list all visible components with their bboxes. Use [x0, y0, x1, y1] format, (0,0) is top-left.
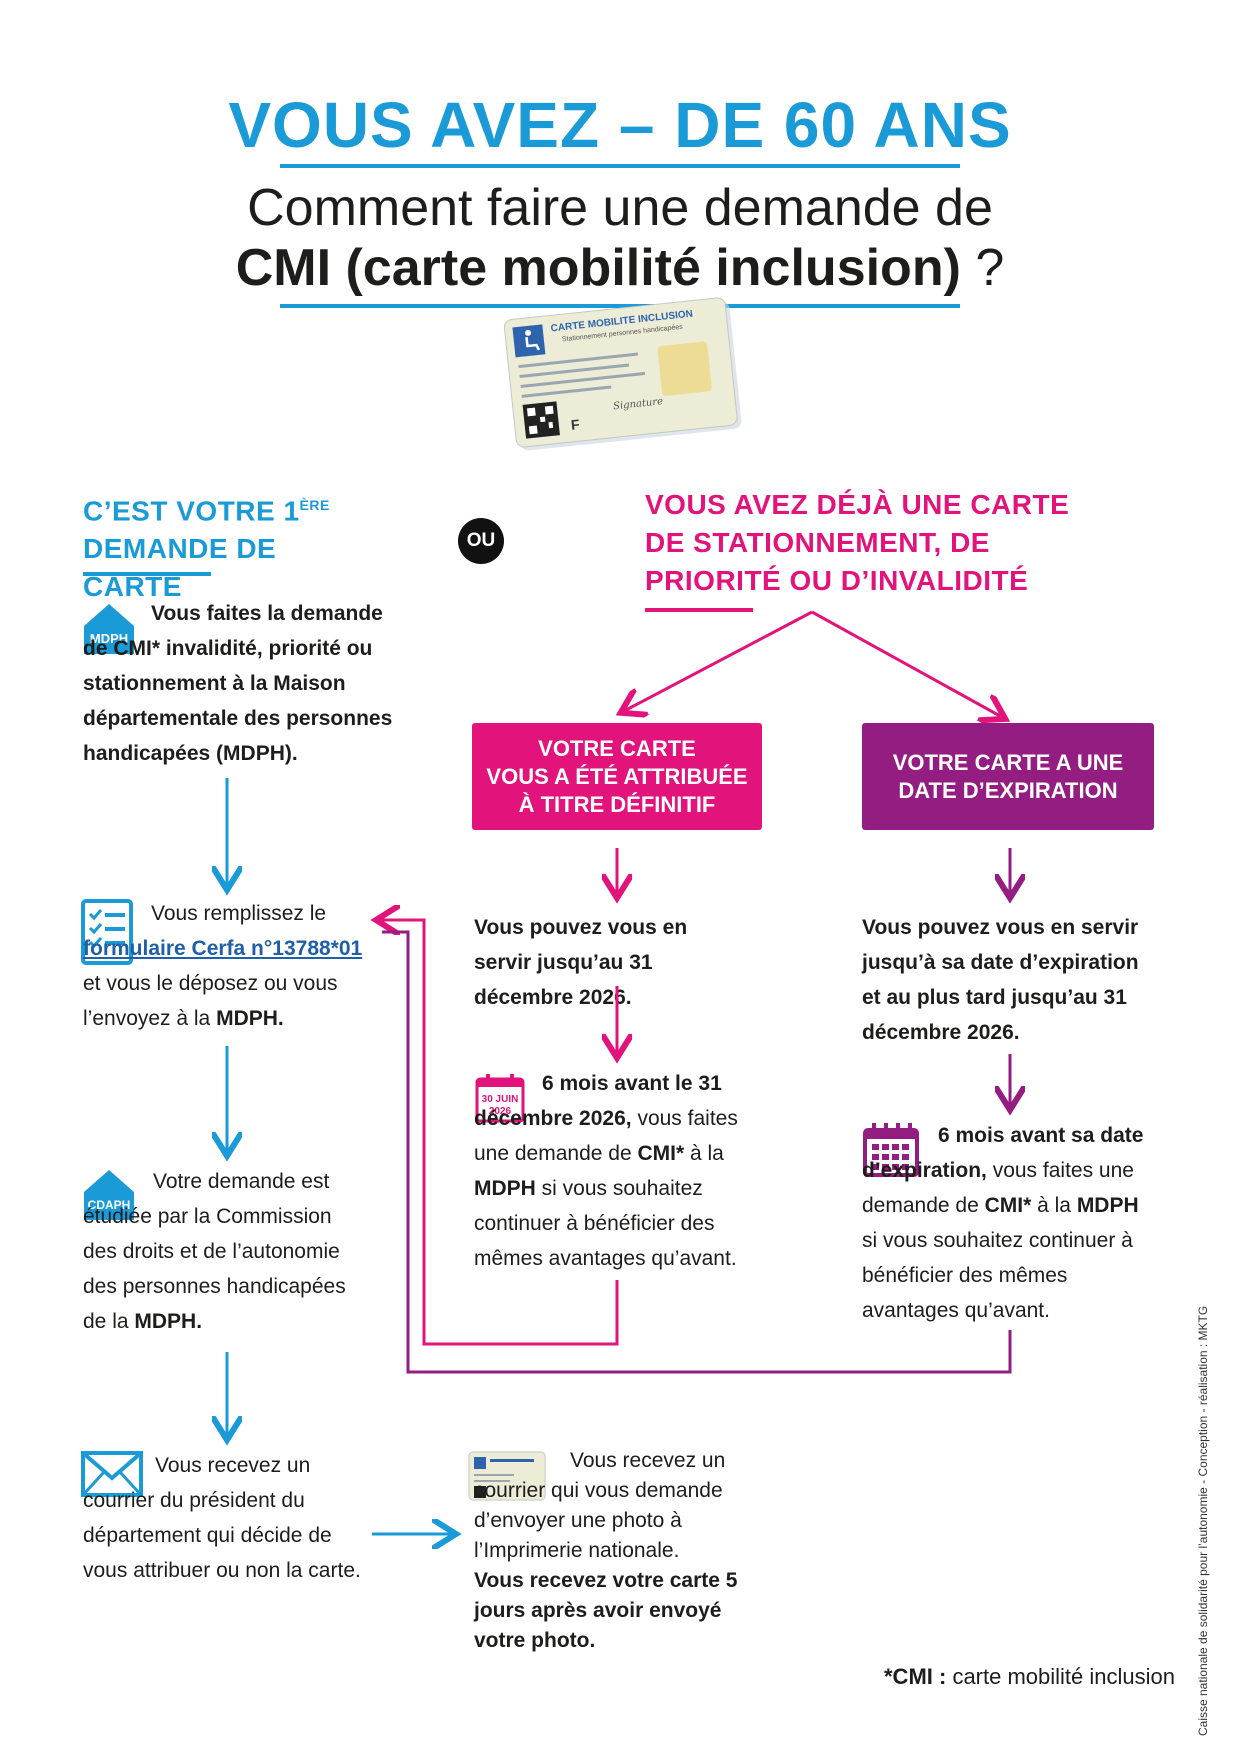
definitive-renewal-bold: 6 mois avant le 31 décembre 2026,	[474, 1072, 722, 1130]
calendar-june-icon: 30 JUIN 2026	[475, 1074, 525, 1123]
mdph-house-icon: MDPH	[84, 604, 134, 654]
definitive-renewal-a: vous faites une demande de	[474, 1107, 738, 1165]
title-underline	[280, 164, 960, 168]
definitive-box-line1: VOTRE CARTE	[538, 735, 696, 761]
expiring-box-line1: VOTRE CARTE A UNE	[892, 749, 1124, 775]
right-column-heading: VOUS AVEZ DÉJÀ UNE CARTE DE STATIONNEMEN…	[645, 486, 1125, 600]
expiring-renewal-e: si vous souhaitez continuer à bénéficier…	[862, 1229, 1133, 1322]
cdaph-icon-label: CDAPH	[88, 1198, 131, 1212]
left-heading-underline	[83, 572, 211, 576]
left-heading-line2: DEMANDE DE CARTE	[83, 533, 277, 603]
branch-arrow-definitive	[626, 610, 813, 710]
definitive-renewal-mdph: MDPH	[474, 1177, 536, 1200]
card-image-letter: F	[570, 416, 581, 433]
card-image-signature: Signature	[613, 396, 664, 412]
expiring-renewal-c: à la	[1031, 1194, 1077, 1217]
expiring-renewal-cmi: CMI*	[984, 1194, 1032, 1217]
expiring-renewal-a: vous faites une demande de	[862, 1159, 1134, 1217]
expiring-usage-text: Vous pouvez vous en servir jusqu’à sa da…	[862, 916, 1139, 1044]
final-step-text: Vous recevez un courrier qui vous demand…	[474, 1446, 774, 1656]
right-heading-line3: PRIORITÉ OU D’INVALIDITÉ	[645, 565, 1029, 596]
definitive-card-box: VOTRE CARTE VOUS A ÉTÉ ATTRIBUÉE À TITRE…	[472, 723, 762, 830]
pink-loop-back-arrow	[382, 920, 619, 1346]
or-badge: OU	[458, 518, 504, 564]
right-heading-line1: VOUS AVEZ DÉJÀ UNE CARTE	[645, 489, 1070, 520]
page-title: VOUS AVEZ – DE 60 ANS	[228, 89, 1012, 161]
expiring-renewal-text: 6 mois avant sa date d’expiration, vous …	[862, 1118, 1144, 1328]
definitive-renewal-e: si vous souhaitez continuer à bénéficier…	[474, 1177, 737, 1270]
checklist-icon	[81, 899, 133, 965]
subtitle-question-mark: ?	[960, 239, 1005, 297]
definitive-renewal-cmi: CMI*	[637, 1142, 685, 1165]
footnote: *CMI : carte mobilité inclusion	[884, 1664, 1175, 1690]
left-heading-sup: ÈRE	[299, 497, 330, 513]
expiring-box-line2: DATE D’EXPIRATION	[898, 777, 1118, 803]
calendar-year-label: 2026	[489, 1106, 512, 1117]
left-heading-line1: C’EST VOTRE 1	[83, 495, 300, 527]
expiring-card-box: VOTRE CARTE A UNE DATE D’EXPIRATION	[862, 723, 1154, 830]
final-step-bold: Vous recevez votre carte 5 jours après a…	[474, 1569, 738, 1652]
footnote-text: carte mobilité inclusion	[946, 1664, 1175, 1689]
right-heading-line2: DE STATIONNEMENT, DE	[645, 527, 990, 558]
purple-loop-back-arrow	[382, 930, 1012, 1374]
step4-text: Vous recevez un courrier du président du…	[83, 1454, 361, 1582]
definitive-renewal-c: à la	[684, 1142, 724, 1165]
step3-mdph: MDPH.	[134, 1310, 203, 1333]
final-step-body: Vous recevez un courrier qui vous demand…	[474, 1449, 726, 1562]
step2-text: Vous remplissez le formulaire Cerfa n°13…	[83, 896, 383, 1036]
page-subtitle-line2: CMI (carte mobilité inclusion) ?	[0, 238, 1240, 298]
definitive-box-line3: À TITRE DÉFINITIF	[518, 791, 716, 817]
page-subtitle-line1: Comment faire une demande de	[247, 179, 993, 237]
step3-text: Votre demande est étudiée par la Commiss…	[83, 1164, 353, 1339]
definitive-usage-text: Vous pouvez vous en servir jusqu’au 31 d…	[474, 916, 688, 1009]
cmi-card-image: CARTE MOBILITE INCLUSION Stationnement p…	[503, 297, 742, 451]
expiring-renewal-mdph: MDPH	[1076, 1194, 1139, 1217]
cerfa-form-link[interactable]: formulaire Cerfa n°13788*01	[83, 937, 363, 960]
step2-intro: Vous remplissez le	[151, 902, 327, 925]
mdph-icon-label: MDPH	[90, 631, 128, 646]
left-column-heading: C’EST VOTRE 1ÈRE DEMANDE DE CARTE	[83, 486, 383, 606]
subtitle-cmi-bold: CMI (carte mobilité inclusion)	[235, 239, 961, 297]
footnote-key: *CMI :	[884, 1664, 947, 1689]
step1-text: Vous faites la demande de CMI* invalidit…	[83, 602, 393, 765]
cdaph-house-icon: CDAPH	[84, 1170, 134, 1220]
step2-middle: et vous le déposez ou vous l’envoyez à l…	[83, 972, 338, 1030]
right-heading-underline	[645, 608, 753, 612]
definitive-renewal-text: 6 mois avant le 31 décembre 2026, vous f…	[474, 1066, 744, 1276]
definitive-box-line2: VOUS A ÉTÉ ATTRIBUÉE	[486, 763, 748, 789]
branch-arrow-expiring	[811, 610, 1000, 716]
step2-mdph: MDPH.	[216, 1007, 284, 1030]
envelope-icon	[81, 1451, 143, 1497]
step3-body: Votre demande est étudiée par la Commiss…	[83, 1170, 346, 1333]
calendar-june-label: 30 JUIN	[482, 1094, 519, 1105]
small-card-icon	[468, 1451, 546, 1501]
subtitle-underline	[280, 304, 960, 308]
calendar-grid-icon	[863, 1123, 919, 1177]
expiring-renewal-bold: 6 mois avant sa date d’expiration,	[862, 1124, 1144, 1182]
